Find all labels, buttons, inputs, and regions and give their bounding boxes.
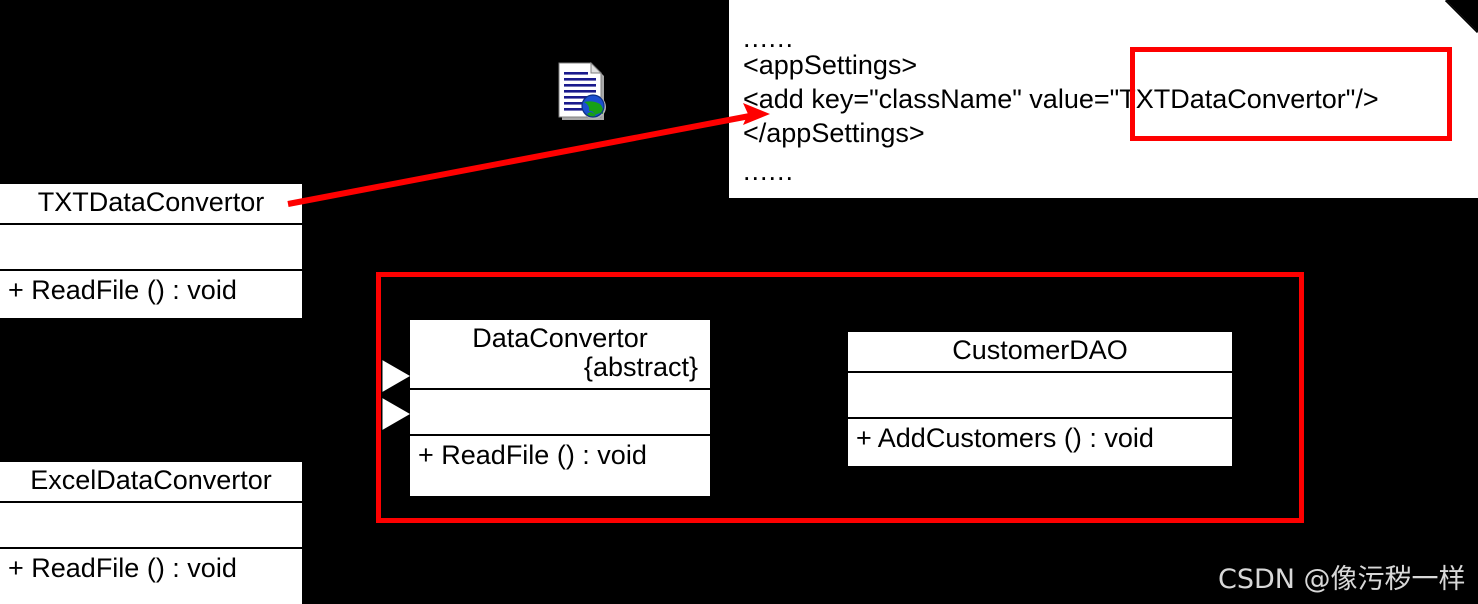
csdn-watermark: CSDN @像污秽一样 [1218, 564, 1466, 595]
note-line-4: </appSettings> [743, 118, 925, 148]
class-box-dataconvertor[interactable]: DataConvertor {abstract} + ReadFile () :… [408, 318, 712, 498]
class-divider [0, 269, 302, 272]
class-abstract-stereotype: {abstract} [583, 352, 698, 383]
class-divider [410, 388, 710, 391]
class-divider [848, 417, 1232, 420]
class-attributes-customerdao [848, 373, 1232, 417]
class-divider [0, 547, 302, 550]
class-operation-dataconvertor: + ReadFile () : void [418, 440, 647, 471]
value-highlight-rect [1130, 47, 1452, 141]
class-name-txtdataconvertor: TXTDataConvertor [37, 187, 265, 217]
config-note-panel: ...... <appSettings> <add key="className… [729, 0, 1478, 198]
class-box-exceldataconvertor[interactable]: ExcelDataConvertor + ReadFile () : void [0, 460, 304, 604]
class-name-dataconvertor: DataConvertor {abstract} [410, 320, 710, 388]
note-line-1: ...... [743, 23, 795, 53]
class-divider [410, 434, 710, 437]
class-attributes-exceldataconvertor [0, 503, 302, 547]
class-divider [0, 223, 302, 226]
class-attributes-dataconvertor [410, 390, 710, 434]
xml-config-file-icon [556, 61, 612, 126]
class-operation-txtdataconvertor: + ReadFile () : void [8, 275, 237, 306]
note-fold-line-icon [1445, 0, 1478, 33]
class-box-txtdataconvertor[interactable]: TXTDataConvertor + ReadFile () : void [0, 182, 304, 320]
class-operation-exceldataconvertor: + ReadFile () : void [8, 553, 237, 584]
note-line-5: ...... [743, 156, 795, 186]
class-divider [0, 501, 302, 504]
class-name-exceldataconvertor: ExcelDataConvertor [30, 465, 272, 495]
class-divider [848, 371, 1232, 374]
note-line-2: <appSettings> [743, 50, 918, 80]
class-name-text: DataConvertor [472, 323, 648, 353]
class-box-customerdao[interactable]: CustomerDAO + AddCustomers () : void [846, 330, 1234, 468]
note-line-3: <add key="className" value="TXTDataConve… [743, 84, 1379, 114]
annotation-arrow-line [287, 112, 756, 207]
group-highlight-rect [376, 272, 1304, 523]
class-attributes-txtdataconvertor [0, 225, 302, 269]
class-operation-customerdao: + AddCustomers () : void [856, 423, 1154, 454]
class-name-customerdao: CustomerDAO [952, 335, 1128, 365]
